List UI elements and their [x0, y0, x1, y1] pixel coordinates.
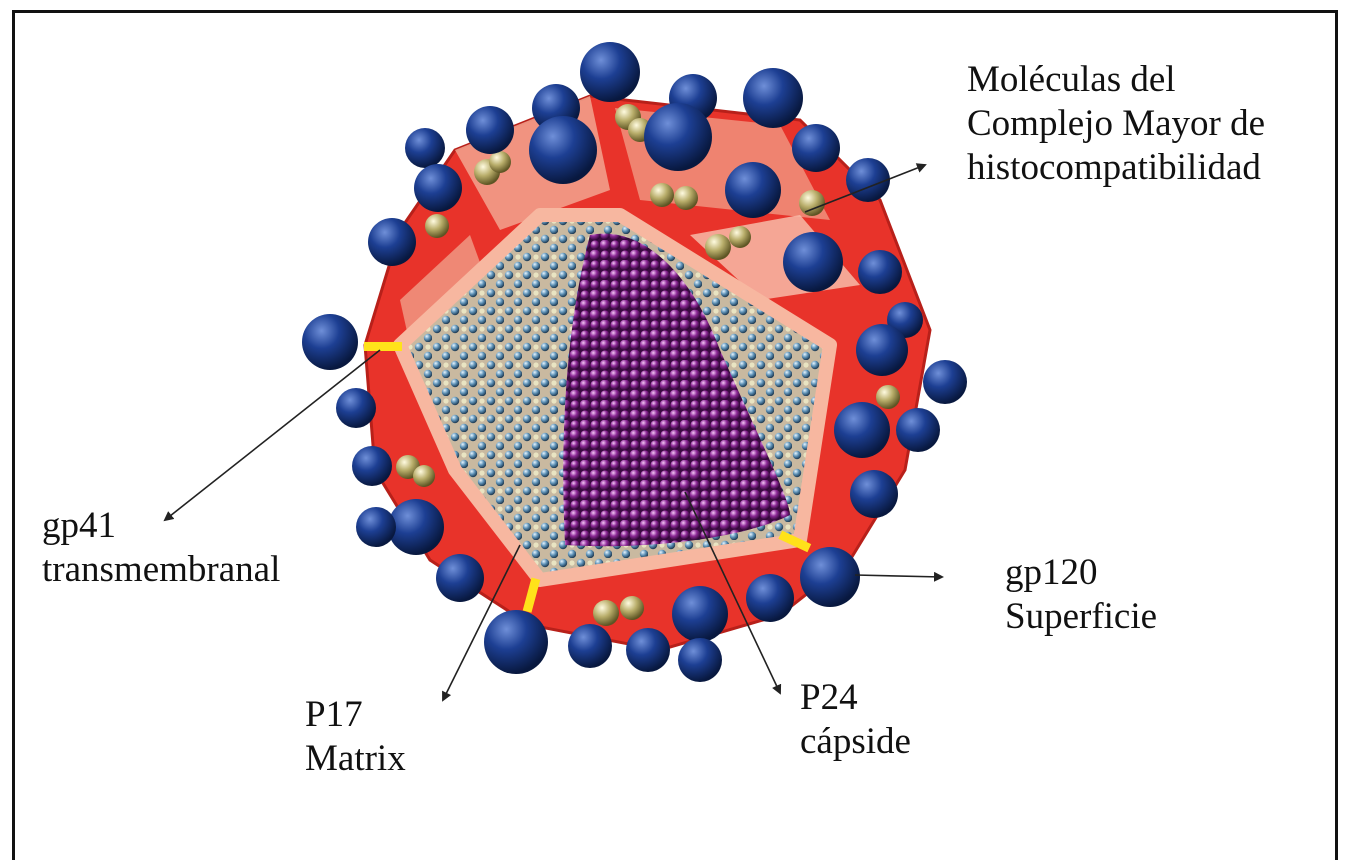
gp41-marker — [364, 342, 402, 351]
label-gp41-line1: gp41 — [42, 504, 280, 548]
label-mhc-line2: Complejo Mayor de — [967, 102, 1265, 146]
label-p24: P24 cápside — [800, 676, 911, 764]
label-mhc: Moléculas del Complejo Mayor de histocom… — [967, 58, 1265, 190]
label-gp120-line1: gp120 — [1005, 551, 1157, 595]
arrow-gp41 — [165, 350, 380, 520]
label-gp41-line2: transmembranal — [42, 548, 280, 592]
label-gp120: gp120 Superficie — [1005, 551, 1157, 639]
label-mhc-line1: Moléculas del — [967, 58, 1265, 102]
label-gp120-line2: Superficie — [1005, 595, 1157, 639]
label-p24-line2: cápside — [800, 720, 911, 764]
arrow-gp120 — [855, 575, 942, 577]
label-p17-line1: P17 — [305, 693, 406, 737]
label-gp41: gp41 transmembranal — [42, 504, 280, 592]
label-p17: P17 Matrix — [305, 693, 406, 781]
label-mhc-line3: histocompatibilidad — [967, 146, 1265, 190]
label-p17-line2: Matrix — [305, 737, 406, 781]
label-p24-line1: P24 — [800, 676, 911, 720]
